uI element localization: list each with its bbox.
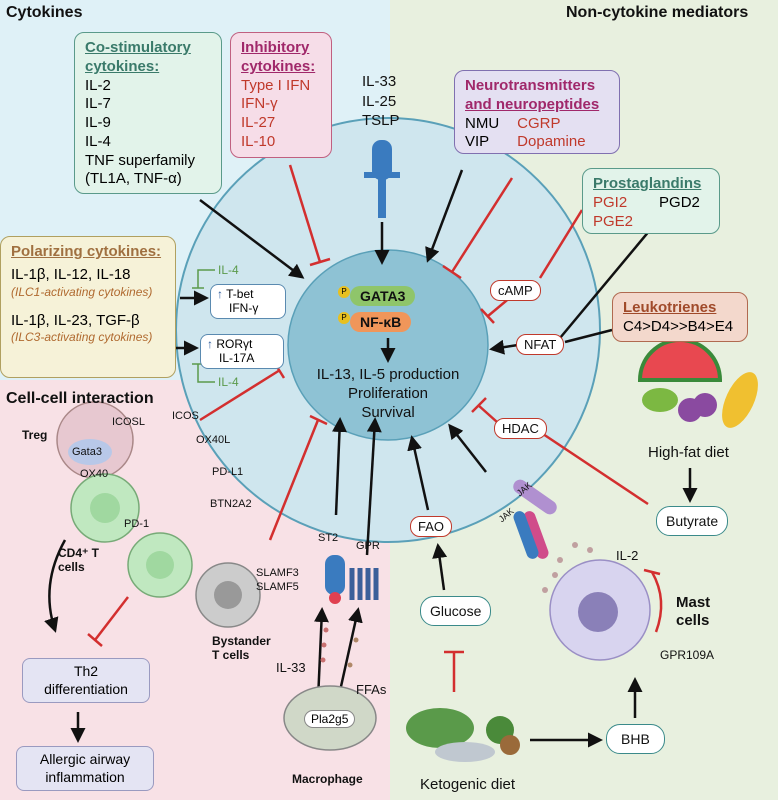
pd1-label: PD-1: [124, 518, 150, 530]
highfat-label: High-fat diet: [648, 444, 729, 461]
st2-label: ST2: [318, 532, 339, 544]
il33-label: IL-33: [276, 660, 306, 675]
prost-red-item: PGI2: [593, 193, 628, 211]
butyrate-pill: Butyrate: [656, 506, 729, 536]
inhibitory-box: Inhibitory cytokines: Type I IFN IFN-γ I…: [230, 32, 332, 158]
output-item: Survival: [361, 403, 415, 421]
il4-label: IL-4: [218, 263, 239, 277]
neuro-left-item: VIP: [465, 133, 490, 151]
ox40-label: OX40: [80, 468, 109, 480]
polar-title: Polarizing cytokines:: [11, 243, 162, 260]
costim-item: IL-7: [85, 95, 111, 113]
polar-note2: (ILC3-activating cytokines): [11, 330, 153, 345]
icosl-label: ICOSL: [112, 416, 146, 428]
ffas-label: FFAs: [356, 682, 387, 697]
camp-pill: cAMP: [490, 280, 541, 301]
inhib-title1: Inhibitory: [241, 39, 310, 56]
alarmin-item: IL-33: [362, 73, 397, 90]
gata3-pill: GATA3: [350, 286, 416, 306]
inhib-item: IFN-γ: [241, 95, 278, 113]
costim-title2: cytokines:: [85, 57, 160, 75]
th2-box: Th2 differentiation: [22, 658, 150, 703]
prostaglandins-box: Prostaglandins PGI2 PGE2 PGD2: [582, 168, 720, 234]
output-item: IL-13, IL-5 production: [316, 366, 460, 383]
costim-item: IL-9: [85, 114, 111, 131]
costim-item: IL-4: [85, 132, 111, 150]
phospho-dot: P: [338, 312, 350, 324]
inhib-item: Type I IFN: [241, 76, 311, 94]
polarizing-box: Polarizing cytokines: IL-1β, IL-12, IL-1…: [0, 236, 176, 378]
pla2g5-label: Pla2g5: [304, 710, 356, 728]
gata3-cell-label: Gata3: [72, 446, 102, 458]
ror-box: ↑ RORγt IL-17A: [200, 334, 284, 369]
prost-pgd2: PGD2: [659, 193, 700, 211]
tbet-text: ↑ T-bet: [217, 287, 254, 301]
pdl1-label: PD-L1: [212, 466, 244, 478]
inhib-item: IL-10: [241, 132, 276, 150]
gpr-label: GPR: [356, 540, 380, 552]
bhb-pill: BHB: [606, 724, 665, 754]
neuro-right-item: Dopamine: [517, 133, 586, 151]
prost-red-item: PGE2: [593, 212, 634, 230]
cd4-label: CD4⁺ T cells: [58, 546, 100, 575]
output-item: Proliferation: [347, 384, 429, 402]
inhib-item: IL-27: [241, 114, 276, 131]
glucose-pill: Glucose: [420, 596, 492, 626]
macrophage-label: Macrophage: [292, 772, 363, 786]
neuro-title2: and neuropeptides: [465, 95, 600, 113]
nfat-pill: NFAT: [516, 334, 565, 355]
il17a-text: IL-17A: [219, 351, 255, 366]
cytokines-header: Cytokines: [6, 4, 83, 21]
icos-label: ICOS: [172, 410, 199, 422]
il2-label: IL-2: [616, 548, 639, 563]
ifng-text: IFN-γ: [229, 301, 259, 316]
alarmins-list: IL-33 IL-25 TSLP: [362, 72, 400, 131]
ror-text: ↑ RORγt: [207, 337, 253, 351]
fao-pill: FAO: [410, 516, 453, 537]
allergy-box: Allergic airway inflammation: [16, 746, 154, 791]
nfkb-pill: NF-κB: [350, 312, 412, 332]
alarmin-item: IL-25: [362, 92, 397, 110]
il4-label: IL-4: [218, 375, 239, 389]
tbet-box: ↑ T-bet IFN-γ: [210, 284, 286, 319]
hdac-pill: HDAC: [494, 418, 547, 439]
bystander-label: Bystander T cells: [212, 634, 271, 663]
prost-title: Prostaglandins: [593, 175, 702, 192]
phospho-dot: P: [338, 286, 350, 298]
leukotrienes-box: Leukotrienes C4>D4>>B4>E4: [612, 292, 748, 342]
slamf-label: SLAMF3 SLAMF5: [256, 567, 299, 594]
btn2a2-label: BTN2A2: [210, 498, 252, 510]
leuk-title: Leukotrienes: [623, 299, 717, 316]
costim-item: TNF superfamily: [85, 151, 196, 169]
non-cytokine-header: Non-cytokine mediators: [566, 4, 749, 21]
treg-label: Treg: [22, 428, 48, 442]
mast-label: Mast cells: [676, 594, 711, 629]
polar-note1: (ILC1-activating cytokines): [11, 284, 153, 299]
cell-cell-header: Cell-cell interaction: [6, 390, 154, 407]
neuro-right-item: CGRP: [517, 114, 561, 132]
alarmin-item: TSLP: [362, 112, 400, 129]
nucleus-outputs: IL-13, IL-5 production Proliferation Sur…: [298, 366, 478, 422]
inhib-title2: cytokines:: [241, 57, 316, 75]
leuk-value: C4>D4>>B4>E4: [623, 317, 734, 335]
neuro-box: Neurotransmitters and neuropeptides NMU …: [454, 70, 620, 154]
ox40l-label: OX40L: [196, 434, 231, 446]
costim-item: IL-2: [85, 76, 111, 94]
gpr109a-label: GPR109A: [660, 648, 715, 662]
costim-item: (TL1A, TNF-α): [85, 170, 182, 188]
costim-title1: Co-stimulatory: [85, 39, 191, 56]
polar-line1: IL-1β, IL-12, IL-18: [11, 265, 131, 283]
neuro-left-item: NMU: [465, 114, 500, 132]
neuro-title1: Neurotransmitters: [465, 77, 596, 94]
polar-line2: IL-1β, IL-23, TGF-β: [11, 311, 140, 329]
keto-label: Ketogenic diet: [420, 776, 516, 793]
costimulatory-box: Co-stimulatory cytokines: IL-2 IL-7 IL-9…: [74, 32, 222, 194]
